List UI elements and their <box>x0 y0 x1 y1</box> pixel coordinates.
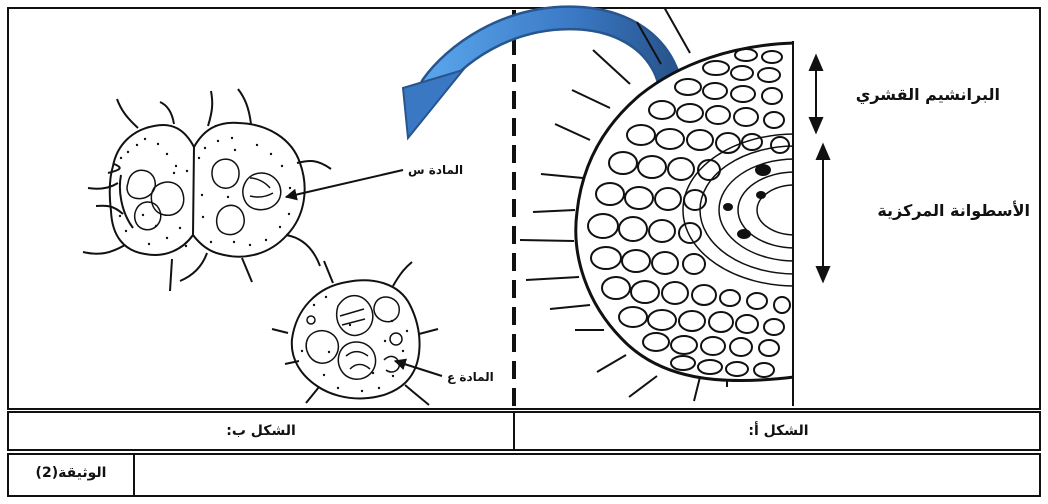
stele-label: الأسطوانة المركزية <box>877 203 1030 219</box>
substance-s-label: المادة س <box>408 164 463 176</box>
upper-storage-cells <box>83 89 331 291</box>
substance-a-pointer <box>395 361 442 376</box>
lower-storage-cell <box>272 261 438 405</box>
document-number-label: الوثيقة(2) <box>9 454 133 492</box>
figure-b-caption: الشكل ب: <box>8 412 514 450</box>
upper-storage-granules <box>127 159 281 235</box>
cortex-label: البرانشيم القشري <box>856 87 1000 103</box>
upper-storage-dots <box>119 137 291 247</box>
lower-storage-granules <box>306 296 402 380</box>
root-cross-section <box>520 7 907 406</box>
dimension-arrows <box>810 56 829 281</box>
figure-a-caption: الشكل أ: <box>517 412 1040 450</box>
substance-a-label: المادة ع <box>447 371 494 383</box>
